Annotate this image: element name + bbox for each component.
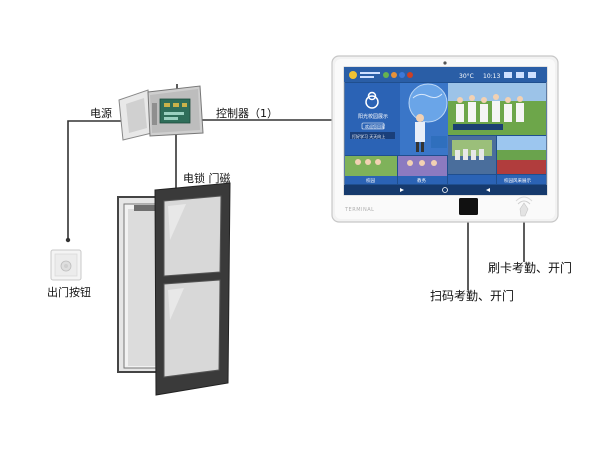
lock-sensor-label: 电锁 门磁 bbox=[183, 173, 231, 184]
tile-label-4: 校园风采展示 bbox=[504, 177, 531, 184]
banner-title: 阳光校园展示 bbox=[358, 113, 388, 120]
qr-function-label: 扫码考勤、开门 bbox=[430, 290, 514, 302]
banner-subtitle: 欢迎您回家 bbox=[365, 123, 385, 129]
status-time: 10:13 bbox=[483, 73, 500, 80]
qr-scanner-window bbox=[459, 198, 478, 215]
terminal-device: 30°C 10:13 阳光校园展示 欢迎您回家 打好学习 天天向上 bbox=[332, 56, 558, 222]
controller-box bbox=[119, 86, 203, 140]
door bbox=[118, 183, 230, 395]
tile-label-2: 教务 bbox=[417, 177, 426, 184]
power-label: 电源 bbox=[90, 108, 112, 119]
status-temp: 30°C bbox=[459, 73, 474, 80]
tile-label-1: 校园 bbox=[366, 177, 375, 184]
card-function-label: 刷卡考勤、开门 bbox=[488, 262, 572, 274]
exit-button-label: 出门按钮 bbox=[47, 287, 91, 298]
exit-button-device bbox=[51, 250, 81, 280]
terminal-brand: TERMINAL bbox=[344, 207, 374, 213]
wire-junction-dot bbox=[66, 238, 70, 242]
banner-cta: 打好学习 天天向上 bbox=[352, 133, 385, 139]
controller-label: 控制器（1） bbox=[216, 108, 278, 119]
